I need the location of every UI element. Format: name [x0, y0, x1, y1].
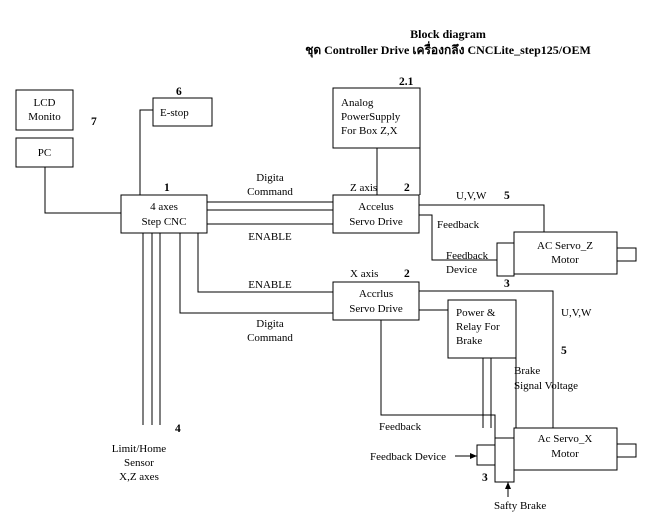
- number-2-z: 2: [404, 182, 410, 194]
- analog-ps-label-2: PowerSupply: [341, 111, 401, 123]
- connections: [44, 109, 554, 497]
- pc-label: PC: [38, 147, 51, 159]
- lcd-label-1: LCD: [34, 97, 56, 109]
- motor-z-block: AC Servo_Z Motor: [496, 231, 637, 277]
- diagram-subtitle: ชุด Controller Drive เครื่องกลึง CNCLite…: [305, 41, 591, 58]
- motor-x-label-1: Ac Servo_X: [538, 433, 593, 445]
- cnc-label-2: Step CNC: [142, 216, 187, 228]
- label-digital-command-top-1: Digita: [256, 172, 284, 184]
- label-digital-command-bottom-1: Digita: [256, 318, 284, 330]
- motor-z-label-1: AC Servo_Z: [537, 240, 593, 252]
- label-brake-signal-2: Signal Voltage: [514, 380, 578, 392]
- label-digital-command-bottom-2: Command: [247, 332, 293, 344]
- wire-enable-x: [197, 233, 333, 293]
- power-relay-block: Power & Relay For Brake: [447, 299, 517, 359]
- servo-drive-x-block: Accrlus Servo Drive: [332, 281, 420, 321]
- wire-uvw-x: [419, 290, 554, 428]
- servo-drive-z-label-1: Accelus: [358, 201, 393, 213]
- lcd-label-2: Monito: [28, 111, 61, 123]
- servo-drive-z-label-2: Servo Drive: [349, 216, 403, 228]
- wire-pc-cnc: [44, 167, 121, 214]
- estop-block: E-stop: [152, 97, 213, 127]
- diagram-title: Block diagram: [410, 27, 486, 41]
- label-feedback-z: Feedback: [437, 219, 480, 231]
- label-feedback-device-z-2: Device: [446, 264, 477, 276]
- number-3-top: 3: [504, 278, 510, 290]
- label-limit-home-2: Sensor: [124, 457, 154, 469]
- number-3-bottom: 3: [482, 472, 488, 484]
- motor-x-block: Ac Servo_X Motor: [476, 427, 637, 483]
- lcd-block: LCD Monito: [15, 89, 74, 131]
- label-limit-home-3: X,Z axes: [119, 471, 159, 483]
- estop-label: E-stop: [160, 107, 189, 119]
- wire-uvw-z: [419, 204, 545, 232]
- motor-x-label-2: Motor: [551, 448, 579, 460]
- power-relay-label-3: Brake: [456, 335, 482, 347]
- analog-ps-label-3: For Box Z,X: [341, 125, 398, 137]
- label-digital-command-top-2: Command: [247, 186, 293, 198]
- number-1: 1: [164, 182, 170, 194]
- number-5-z: 5: [504, 190, 510, 202]
- label-limit-home-1: Limit/Home: [112, 443, 167, 455]
- label-x-axis: X axis: [350, 268, 378, 280]
- cnc-block: 4 axes Step CNC: [120, 194, 208, 234]
- reference-numbers: 7 6 1 2.1 2 5 2 3 5 4 3: [91, 76, 567, 484]
- label-brake-signal-1: Brake: [514, 365, 540, 377]
- label-enable-top: ENABLE: [248, 231, 292, 243]
- servo-drive-x-label-2: Servo Drive: [349, 303, 403, 315]
- power-relay-label-2: Relay For: [456, 321, 500, 333]
- label-uvw-z: U,V,W: [456, 190, 487, 202]
- wire-feedback-x: [380, 320, 496, 445]
- label-feedback-device-z-1: Feedback: [446, 250, 489, 262]
- number-2-1: 2.1: [399, 76, 414, 88]
- label-z-axis: Z axis: [350, 182, 377, 194]
- label-uvw-x: U,V,W: [561, 307, 592, 319]
- label-enable-bottom: ENABLE: [248, 279, 292, 291]
- analog-powersupply-block: Analog PowerSupply For Box Z,X: [332, 87, 421, 149]
- number-6: 6: [176, 86, 182, 98]
- wire-digital-command-x: [179, 233, 333, 314]
- number-5-x: 5: [561, 345, 567, 357]
- analog-ps-label-1: Analog: [341, 97, 374, 109]
- servo-drive-x-label-1: Accrlus: [359, 288, 393, 300]
- wire-estop-cnc: [139, 109, 153, 195]
- label-feedback-x: Feedback: [379, 421, 422, 433]
- wire-feedback-z: [419, 214, 497, 261]
- label-feedback-device-x: Feedback Device: [370, 451, 446, 463]
- motor-z-label-2: Motor: [551, 254, 579, 266]
- number-4: 4: [175, 423, 181, 435]
- cnc-label-1: 4 axes: [150, 201, 178, 213]
- pc-block: PC: [15, 137, 74, 168]
- servo-drive-z-block: Accelus Servo Drive: [332, 194, 420, 234]
- number-7: 7: [91, 116, 97, 128]
- number-2-x: 2: [404, 268, 410, 280]
- connection-labels: Digita Command ENABLE ENABLE Digita Comm…: [112, 172, 592, 512]
- power-relay-label-1: Power &: [456, 307, 496, 319]
- label-safty-brake: Safty Brake: [494, 500, 546, 512]
